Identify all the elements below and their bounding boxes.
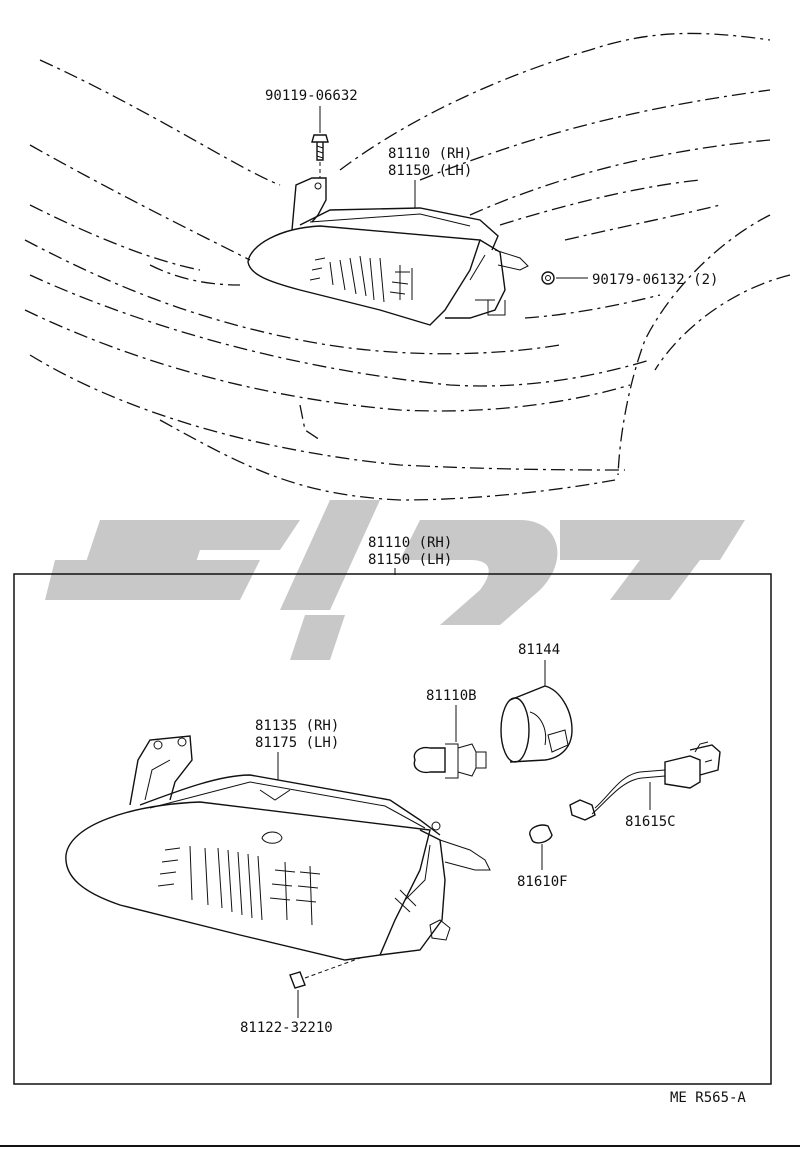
label-top-headlamp-lh: 81150 (LH) — [388, 163, 472, 179]
label-box-headlamp-lh: 81150 (LH) — [368, 552, 452, 568]
detail-box — [13, 573, 772, 1085]
label-small-bulb: 81610F — [517, 874, 568, 890]
label-adjuster: 81122-32210 — [240, 1020, 333, 1036]
top-headlamp-assembly — [247, 106, 588, 326]
label-bulb: 81110B — [426, 688, 477, 704]
label-lens-lh: 81175 (LH) — [255, 735, 339, 751]
detail-bulb — [413, 705, 487, 779]
detail-small-bulb — [529, 824, 553, 870]
detail-cover — [500, 660, 573, 763]
label-box-headlamp-rh: 81110 (RH) — [368, 535, 452, 551]
vehicle-body-outline — [24, 32, 791, 501]
label-bolt: 90119-06632 — [265, 88, 358, 104]
label-socket: 81615C — [625, 814, 676, 830]
label-lens-rh: 81135 (RH) — [255, 718, 339, 734]
watermark-logo — [45, 500, 745, 660]
detail-headlamp-assembly — [65, 735, 491, 1018]
label-ref-code: ME R565-A — [670, 1090, 746, 1106]
label-top-headlamp-rh: 81110 (RH) — [388, 146, 472, 162]
detail-socket — [569, 741, 721, 821]
label-cover: 81144 — [518, 642, 560, 658]
label-nut: 90179-06132 (2) — [592, 272, 718, 288]
